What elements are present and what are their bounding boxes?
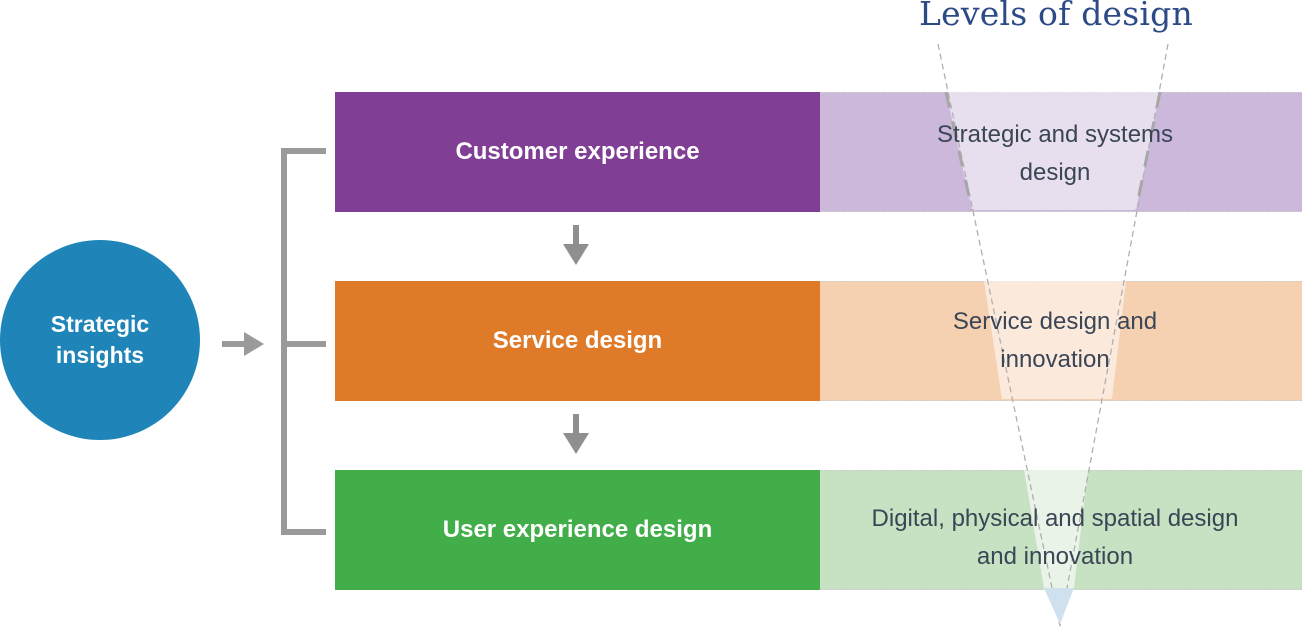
funnel-segment-middle (984, 281, 1126, 399)
down-arrow-1 (563, 225, 589, 265)
description-digital-physical-spatial: Digital, physical and spatial design and… (871, 505, 1239, 570)
bracket (281, 148, 326, 535)
strategic-insights-label: Strategic insights (50, 311, 150, 368)
arrow-to-bracket (222, 332, 264, 356)
funnel-segment-top (946, 92, 1160, 210)
level-label-service-design: Service design (492, 327, 663, 354)
funnel-tip (1044, 588, 1074, 624)
funnel-outline-accent (944, 91, 1162, 211)
funnel-outline (937, 43, 1169, 627)
level-label-user-experience-design: User experience design (442, 516, 713, 543)
level-label-customer-experience: Customer experience (455, 138, 700, 165)
description-service-innovation: Service design and innovation (952, 308, 1158, 373)
diagram-title: Levels of design (919, 0, 1193, 33)
description-strategic-systems: Strategic and systems design (936, 121, 1174, 186)
level-box-service-design: Service design (335, 281, 820, 401)
level-box-user-experience-design: User experience design (335, 470, 820, 590)
down-arrow-2 (563, 414, 589, 454)
level-box-customer-experience: Customer experience (335, 92, 820, 212)
strategic-insights-circle: Strategic insights (0, 240, 200, 440)
